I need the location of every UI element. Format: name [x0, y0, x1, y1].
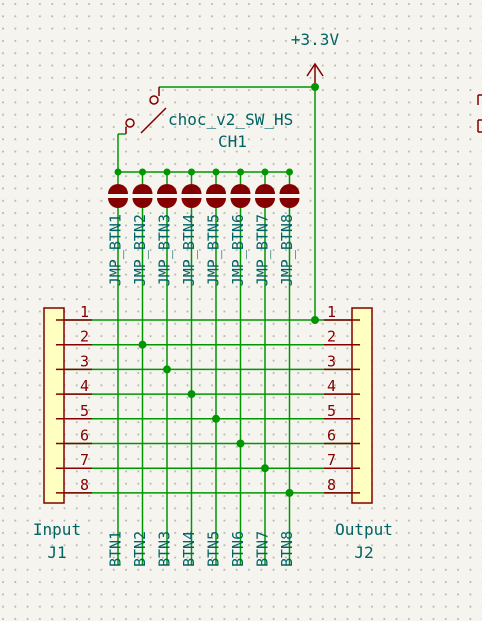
jumper-pad-bottom	[279, 198, 300, 209]
jumper-label: JMP_BTN7	[253, 214, 271, 286]
junction-row	[138, 340, 147, 349]
junction-row	[236, 439, 245, 448]
junction-row	[187, 390, 196, 399]
jumper-label: JMP_BTN1	[106, 214, 124, 286]
junction-row	[285, 488, 294, 497]
power-label: +3.3V	[291, 30, 340, 49]
jumper-pad-top	[230, 184, 251, 194]
jumper-pad-top	[157, 184, 177, 194]
jumper-pad-bottom	[181, 198, 202, 209]
output-label: Output	[335, 520, 393, 539]
jumper-pad-top	[279, 184, 300, 194]
net-label: BTN8	[278, 531, 296, 567]
switch-symbol[interactable]: choc_v2_SW_HS CH1	[125, 86, 315, 151]
jumper-pad-bottom	[132, 198, 153, 209]
jumper-label: JMP_BTN3	[155, 214, 173, 286]
output-pin-number: 4	[327, 377, 336, 395]
jumper-pad-top	[206, 184, 226, 194]
input-pin-number: 2	[80, 328, 89, 346]
output-pin-number: 8	[327, 476, 336, 494]
junction-row	[261, 464, 269, 473]
output-pin-number: 2	[327, 328, 336, 346]
junction-row	[212, 414, 220, 423]
output-connector[interactable]: 1 2 3 4 5 6 7 8 Output J2	[324, 303, 393, 562]
net-label: BTN2	[131, 531, 149, 567]
output-pin-number: 3	[327, 352, 336, 370]
jumper-pad-bottom	[255, 198, 275, 208]
jumper-pad-bottom	[108, 198, 128, 208]
net-label: BTN7	[253, 531, 271, 567]
jumper-pad-top	[255, 184, 275, 194]
input-pin-number: 8	[80, 476, 89, 494]
jumper-pad-bottom	[206, 198, 226, 208]
net-label: BTN3	[155, 531, 173, 567]
jumper-label: JMP_BTN5	[204, 214, 222, 286]
jumper-pad-bottom	[157, 198, 177, 208]
output-pin-number: 1	[327, 303, 336, 321]
jumper-pad-bottom	[230, 198, 251, 209]
jumper-label: JMP_BTN6	[229, 214, 247, 286]
jumper-pad-top	[132, 184, 153, 194]
jumper-label: JMP_BTN8	[278, 214, 296, 286]
input-pin-number: 3	[80, 352, 89, 370]
input-connector-body	[43, 307, 65, 504]
input-pin-number: 5	[80, 402, 89, 420]
output-pin-number: 7	[327, 451, 336, 469]
input-pin-number: 7	[80, 451, 89, 469]
input-label: Input	[33, 520, 81, 539]
output-ref: J2	[354, 543, 373, 562]
output-connector-body	[351, 307, 373, 504]
switch-name: choc_v2_SW_HS	[168, 110, 293, 129]
net-label: BTN4	[180, 531, 198, 567]
input-pin-number: 6	[80, 427, 89, 445]
jumper-label: JMP_BTN4	[180, 214, 198, 286]
jumper-pad-top	[181, 184, 202, 194]
jumper-pad-top	[108, 184, 128, 194]
output-pin-number: 6	[327, 427, 336, 445]
input-pin-number: 4	[80, 377, 89, 395]
net-label: BTN6	[229, 531, 247, 567]
input-pin-number: 1	[80, 303, 89, 321]
junction-power-top	[311, 83, 319, 91]
input-connector[interactable]: 1 2 3 4 5 6 7 8 Input J1	[33, 303, 92, 562]
jumper-label: JMP_BTN2	[131, 214, 149, 286]
junction-row	[163, 365, 171, 374]
net-label: BTN5	[204, 531, 222, 567]
switch-ref: CH1	[218, 132, 247, 151]
net-label: BTN1	[106, 531, 124, 567]
input-ref: J1	[47, 543, 66, 562]
output-pin-number: 5	[327, 402, 336, 420]
